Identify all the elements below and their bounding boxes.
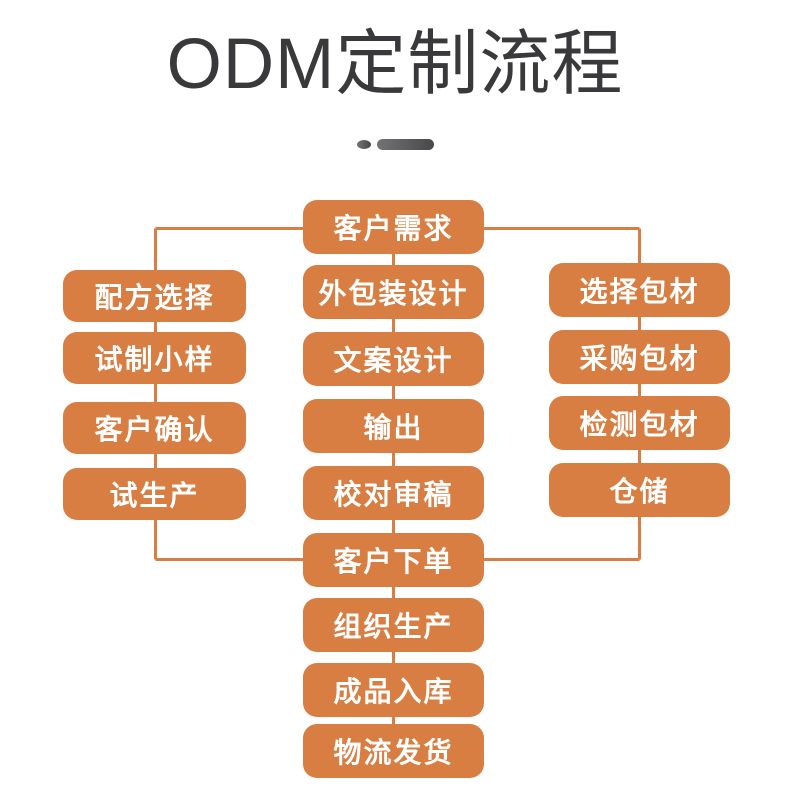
page-title: ODM定制流程: [166, 25, 624, 104]
flow-step-trial-sample: 试制小样: [63, 332, 246, 384]
flow-step-test-packaging-material: 检测包材: [549, 396, 730, 450]
divider-bar: [376, 138, 434, 150]
flow-step-logistics-shipping: 物流发货: [303, 724, 484, 778]
flow-step-select-packaging-material: 选择包材: [549, 263, 730, 317]
flow-step-organize-production: 组织生产: [303, 598, 484, 652]
flow-step-packaging-design: 外包装设计: [303, 265, 484, 319]
flow-step-copy-design: 文案设计: [303, 332, 484, 386]
flow-step-customer-needs: 客户需求: [303, 200, 484, 254]
flow-step-trial-production: 试生产: [63, 468, 246, 520]
title-divider: [0, 137, 790, 151]
flow-step-purchase-packaging-material: 采购包材: [549, 330, 730, 384]
flow-step-customer-confirmation: 客户确认: [63, 402, 246, 454]
flow-step-finished-goods-storage: 成品入库: [303, 663, 484, 717]
divider-dot: [356, 139, 371, 149]
flow-step-proofreading: 校对审稿: [303, 466, 484, 520]
flow-step-output: 输出: [303, 399, 484, 453]
flow-step-warehousing: 仓储: [549, 463, 730, 517]
flow-step-customer-order: 客户下单: [303, 533, 484, 587]
flow-step-formula-selection: 配方选择: [63, 270, 246, 322]
